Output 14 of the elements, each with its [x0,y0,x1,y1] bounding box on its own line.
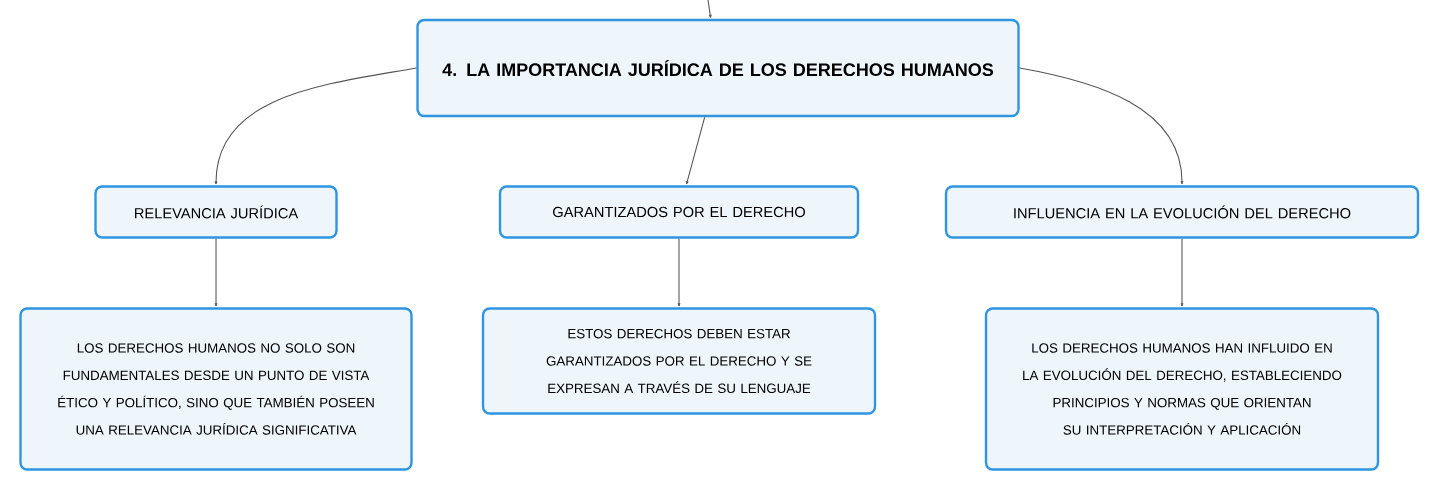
topic-box: GARANTIZADOS POR EL DERECHO [498,185,860,239]
arrow [214,238,218,307]
arrow [1180,238,1184,307]
description-box: LOS DERECHOS HUMANOS HAN INFLUIDO EN LA EVOLUCIÓN DEL DERECHO, ESTABLECIENDO PRINCIPIOS Y NORMAS QUE ORIENTAN SU INTERPRETACIÓN Y APLICACIÓN [984,307,1380,471]
description-box: LOS DERECHOS HUMANOS NO SOLO SON FUNDAMENTALES DESDE UN PUNTO DE VISTA ÉTICO Y POLÍTICO, SINO QUE TAMBIÉN POSEEN UNA RELEVANCIA JURÍDICA SIGNIFICATIVA [19,307,413,471]
arrow [1019,67,1184,185]
description-box: ESTOS DERECHOS DEBEN ESTAR GARANTIZADOS POR EL DERECHO Y SE EXPRESAN A TRAVÉS DE SU LENGUAJE [481,307,877,415]
title-box: 4. LA IMPORTANCIA JURÍDICA DE LOS DERECHOS HUMANOS [416,18,1020,118]
arrow [214,67,417,185]
arrow [677,238,681,307]
arrow [685,116,706,185]
arrow [707,0,712,18]
topic-box: RELEVANCIA JURÍDICA [94,185,338,239]
topic-box: INFLUENCIA EN LA EVOLUCIÓN DEL DERECHO [944,185,1420,239]
